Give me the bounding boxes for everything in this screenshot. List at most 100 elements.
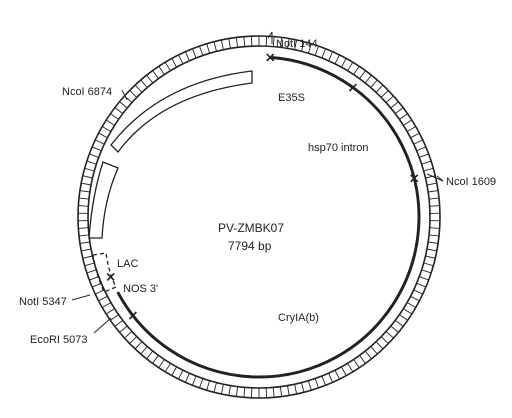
backbone-tick	[410, 295, 420, 302]
label-hsp70-intron: hsp70 intron	[308, 142, 369, 154]
backbone-tick	[78, 197, 89, 200]
backbone-tick	[152, 70, 159, 79]
backbone-tick	[235, 386, 239, 397]
backbone-tick	[429, 227, 440, 229]
backbone-tick	[228, 385, 231, 396]
backbone-tick	[426, 248, 437, 252]
backbone-tick	[429, 205, 440, 207]
ori-box-top	[110, 70, 253, 153]
backbone-tick	[98, 295, 108, 302]
backbone-tick	[272, 36, 275, 47]
noti-144-pointer-tip	[267, 31, 273, 39]
backbone-outer-circle	[77, 35, 441, 399]
backbone-tick	[334, 54, 340, 65]
backbone-tick	[79, 241, 90, 244]
backbone-tick	[370, 79, 378, 88]
backbone-tick	[86, 160, 97, 165]
backbone-tick	[199, 378, 204, 389]
backbone-tick	[89, 153, 99, 158]
label-ecori-5073: EcoRI 5073	[30, 334, 87, 346]
backbone-tick	[171, 58, 177, 68]
label-noti-144: NotI 144	[276, 38, 318, 50]
backbone-tick	[164, 363, 171, 373]
backbone-tick	[380, 336, 389, 344]
backbone-tick	[301, 41, 305, 52]
backbone-tick	[375, 84, 384, 93]
backbone-tick	[98, 132, 108, 139]
backbone-tick	[81, 248, 92, 252]
label-e35s: E35S	[278, 92, 305, 104]
label-cryiab: CryIA(b)	[278, 312, 319, 324]
backbone-tick	[78, 205, 89, 207]
backbone-tick	[428, 190, 439, 193]
backbone-tick	[359, 355, 366, 364]
backbone-tick	[413, 139, 423, 145]
backbone-tick	[334, 369, 340, 380]
backbone-tick	[353, 359, 360, 369]
ncoi-1609-pointer	[426, 173, 444, 182]
backbone-tick	[279, 386, 283, 397]
backbone-tick	[119, 101, 128, 109]
backbone-tick	[235, 37, 239, 48]
noti-5347-pointer	[71, 294, 91, 301]
backbone-tick	[359, 70, 366, 79]
backbone-tick	[78, 234, 89, 237]
backbone-tick	[294, 384, 298, 395]
backbone-tick	[419, 276, 429, 281]
backbone-tick	[206, 380, 211, 391]
ncoi-6874-pointer	[121, 89, 128, 101]
backbone-tick	[294, 39, 298, 50]
backbone-tick	[421, 269, 432, 274]
cassette-markers	[106, 53, 419, 320]
backbone-tick	[91, 146, 102, 152]
backbone-tick	[301, 382, 305, 393]
backbone-tick	[213, 382, 217, 393]
backbone-tick	[164, 61, 171, 71]
lac-box-dashed	[92, 252, 117, 293]
backbone-tick	[364, 74, 372, 84]
backbone-tick	[114, 107, 124, 114]
backbone-tick	[416, 146, 427, 152]
backbone-tick	[140, 79, 148, 88]
backbone-tick	[134, 84, 143, 93]
label-lac: LAC	[117, 258, 138, 270]
backbone-tick	[416, 282, 427, 288]
backbone-tick	[171, 366, 177, 376]
backbone-tick	[243, 36, 246, 47]
backbone-tick	[279, 37, 283, 48]
backbone-tick	[347, 61, 354, 71]
backbone-tick	[206, 43, 211, 54]
backbone-tick	[375, 341, 384, 350]
backbone-tick	[385, 95, 394, 103]
marker-nos-3	[106, 272, 115, 281]
backbone-tick	[129, 90, 138, 98]
backbone-tick	[81, 182, 92, 186]
backbone-tick	[321, 375, 327, 386]
backbone-tick	[191, 375, 197, 386]
backbone-tick	[380, 90, 389, 98]
backbone-tick	[410, 132, 420, 139]
backbone-inner-circle	[87, 45, 431, 389]
backbone-tick	[425, 175, 436, 179]
backbone-tick	[178, 369, 184, 380]
label-noti-5347: NotI 5347	[19, 296, 67, 308]
backbone-tick	[178, 54, 184, 65]
backbone-tick-ring	[77, 36, 441, 398]
backbone-tick	[110, 314, 119, 321]
ncoi-1609-pointer-tip	[436, 175, 444, 182]
plasmid-name: PV-ZMBK07	[218, 221, 284, 235]
backbone-tick	[119, 325, 128, 333]
backbone-tick	[425, 255, 436, 259]
backbone-tick	[84, 167, 95, 172]
backbone-tick	[399, 314, 408, 321]
backbone-tick	[426, 182, 437, 186]
backbone-tick	[314, 45, 319, 56]
backbone-tick	[429, 197, 440, 200]
marker-e35s-start	[266, 53, 275, 62]
backbone-tick	[403, 119, 413, 126]
marker-e35s-end	[348, 83, 358, 92]
backbone-tick	[413, 289, 423, 295]
marker-ecori-5073	[128, 311, 137, 320]
backbone-tick	[95, 139, 105, 145]
